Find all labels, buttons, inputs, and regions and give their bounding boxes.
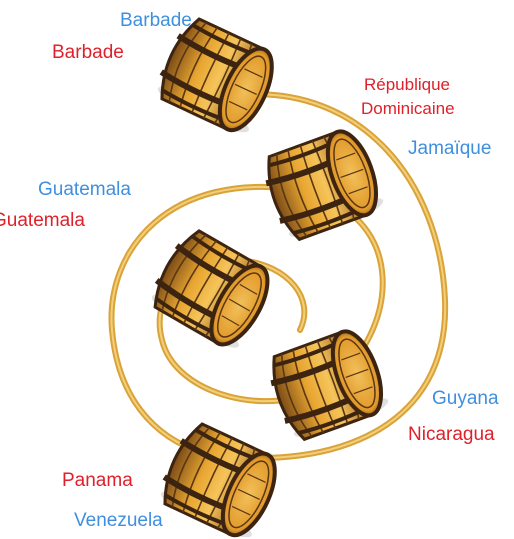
- label-panama: Panama: [62, 470, 133, 492]
- label-guatemala-blue: Guatemala: [38, 179, 131, 201]
- label-nicaragua: Nicaragua: [408, 424, 495, 446]
- label-barbade-red: Barbade: [52, 42, 124, 64]
- label-barbade-blue: Barbade: [120, 10, 192, 32]
- barrel-right-lower: [263, 325, 392, 445]
- label-jamaique: Jamaïque: [408, 138, 491, 160]
- barrel-top: [150, 14, 282, 140]
- label-guyana: Guyana: [432, 388, 499, 410]
- label-republique-line2: Dominicaine: [361, 98, 455, 120]
- label-venezuela: Venezuela: [74, 510, 163, 532]
- label-republique-line1: République: [364, 74, 450, 96]
- label-guatemala-red: Guatemala: [0, 210, 85, 232]
